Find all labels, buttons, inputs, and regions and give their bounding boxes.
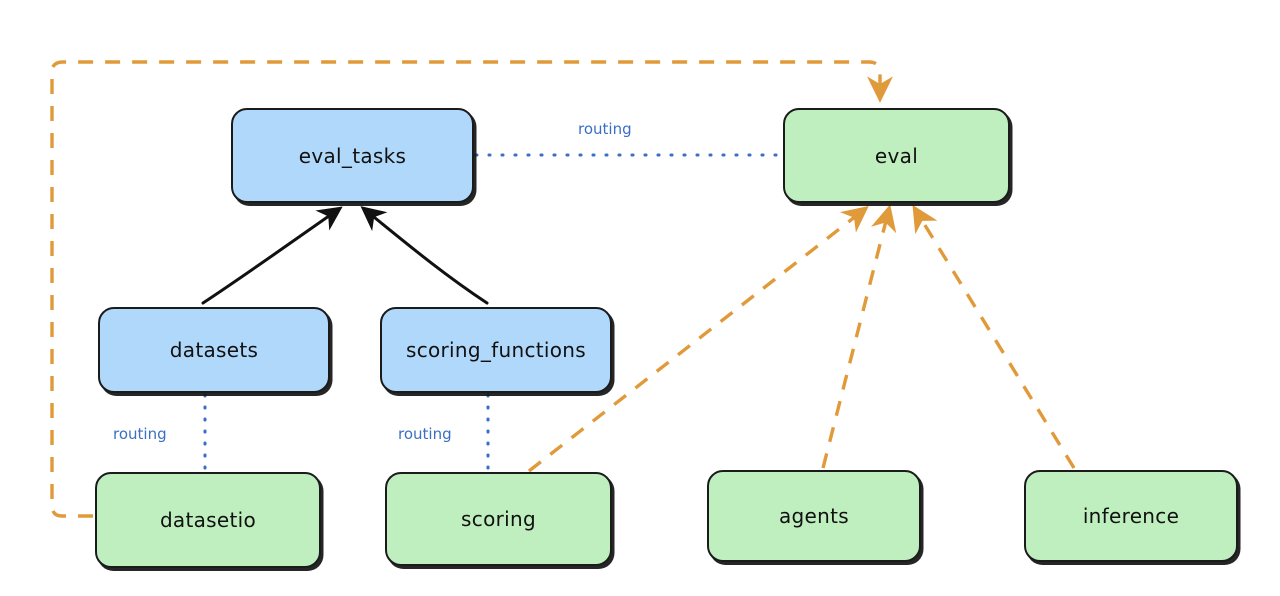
edge-label-routing-scoring-functions-scoring: routing: [398, 425, 452, 443]
node-scoring[interactable]: scoring: [385, 472, 612, 566]
edge-scoring_functions-to-eval_tasks: [360, 206, 489, 305]
edge-agents-to-eval: [821, 204, 897, 469]
node-datasetio[interactable]: datasetio: [95, 472, 321, 568]
edge-scoring-to-eval: [527, 206, 869, 473]
edge-inference-to-eval: [912, 204, 1076, 469]
node-label-scoring-functions: scoring_functions: [405, 338, 587, 362]
node-label-eval-tasks: eval_tasks: [298, 143, 407, 168]
node-agents[interactable]: agents: [707, 470, 921, 562]
node-eval-tasks[interactable]: eval_tasks: [231, 108, 474, 203]
edge-label-routing-datasets-datasetio: routing: [113, 425, 167, 443]
edge-datasetio-to-eval: [50, 60, 894, 518]
node-label-agents: agents: [779, 504, 849, 528]
node-scoring-functions[interactable]: scoring_functions: [380, 307, 612, 393]
node-label-inference: inference: [1082, 504, 1180, 528]
node-label-scoring: scoring: [461, 507, 536, 531]
node-label-datasetio: datasetio: [159, 508, 257, 532]
node-label-datasets: datasets: [169, 338, 259, 362]
node-datasets[interactable]: datasets: [98, 307, 330, 393]
edge-label-routing-eval-tasks-eval: routing: [578, 120, 632, 138]
edge-datasets-to-eval_tasks: [201, 206, 343, 305]
node-label-eval: eval: [874, 143, 919, 168]
node-eval[interactable]: eval: [783, 108, 1010, 203]
node-inference[interactable]: inference: [1024, 470, 1238, 562]
